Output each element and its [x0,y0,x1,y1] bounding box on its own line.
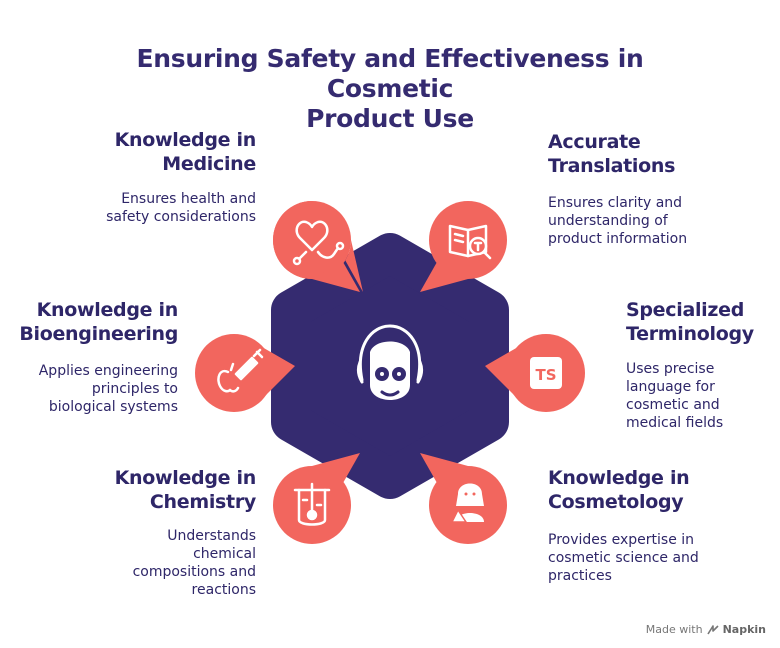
bioengineering-desc-line: Applies engineering [38,363,178,379]
petal-bioengineering [195,334,295,412]
chemistry-title-line-1: Knowledge in [114,467,257,489]
ts-code-icon: TS [530,357,562,389]
bioengineering-title-line-1: Knowledge in [36,299,179,321]
cosmetology-desc-line: practices [548,568,612,584]
napkin-logo-icon [706,624,719,634]
terminology-title-line-2: Terminology [626,323,754,345]
title-line-1: Ensuring Safety and Effectiveness in Cos… [136,44,644,103]
chemistry-desc-line: compositions and [132,564,256,580]
made-with-label: Made with [645,623,703,636]
translations-title: Accurate Translations [548,130,675,178]
medicine-title: Knowledge in Medicine [114,128,257,176]
face-mask-icon [356,324,424,400]
terminology-desc-line: medical fields [626,415,724,431]
translations-title-line-2: Translations [548,155,676,177]
chemistry-desc-line: Understands [167,528,256,544]
medicine-desc-line: safety considerations [106,209,256,225]
napkin-brand: Napkin [722,623,766,636]
terminology-title: Specialized Terminology [626,298,754,346]
cosmetology-title-line-1: Knowledge in [548,467,690,489]
page-title: Ensuring Safety and Effectiveness in Cos… [90,44,690,134]
stethoscope-heart-icon [292,220,345,266]
medicine-title-line-2: Medicine [162,153,256,175]
scientist-woman-icon [450,483,484,523]
medicine-description: Ensures health and safety considerations [106,190,256,226]
bioengineering-description: Applies engineering principles to biolog… [39,362,178,416]
chemistry-title-line-2: Chemistry [149,491,256,513]
translations-desc-line: product information [548,231,688,247]
cosmetology-title-line-2: Cosmetology [548,491,684,513]
translations-description: Ensures clarity and understanding of pro… [548,194,687,248]
chemistry-desc-line: chemical [193,546,256,562]
beaker-thermometer-icon [293,482,331,526]
cosmetology-title: Knowledge in Cosmetology [548,466,690,514]
cosmetology-description: Provides expertise in cosmetic science a… [548,531,699,585]
translations-desc-line: understanding of [548,213,668,229]
terminology-title-line-1: Specialized [626,299,745,321]
terminology-desc-line: language for [626,379,715,395]
bioengineering-desc-line: principles to [91,381,178,397]
book-translate-icon [448,224,492,260]
medicine-title-line-1: Knowledge in [114,129,257,151]
translations-title-line-1: Accurate [548,131,641,153]
bioengineering-title: Knowledge in Bioengineering [19,298,178,346]
made-with-napkin-footer[interactable]: Made with Napkin [646,623,766,636]
terminology-description: Uses precise language for cosmetic and m… [626,360,723,432]
bioengineering-title-line-2: Bioengineering [19,323,178,345]
svg-text:TS: TS [535,366,556,384]
chemistry-title: Knowledge in Chemistry [114,466,257,514]
petal-medicine-shape [273,201,360,292]
terminology-desc-line: cosmetic and [626,397,720,413]
petal-translations [420,201,507,292]
chemistry-desc-line: reactions [191,582,256,598]
medicine-desc-line: Ensures health and [121,191,256,207]
apple-syringe-icon [217,348,264,393]
translations-desc-line: Ensures clarity and [548,195,683,211]
cosmetology-desc-line: Provides expertise in [548,532,695,548]
bioengineering-desc-line: biological systems [48,399,178,415]
petal-chemistry [273,453,360,544]
chemistry-description: Understands chemical compositions and re… [133,527,256,599]
title-line-2: Product Use [306,104,474,133]
terminology-desc-line: Uses precise [626,361,715,377]
cosmetology-desc-line: cosmetic science and [548,550,699,566]
